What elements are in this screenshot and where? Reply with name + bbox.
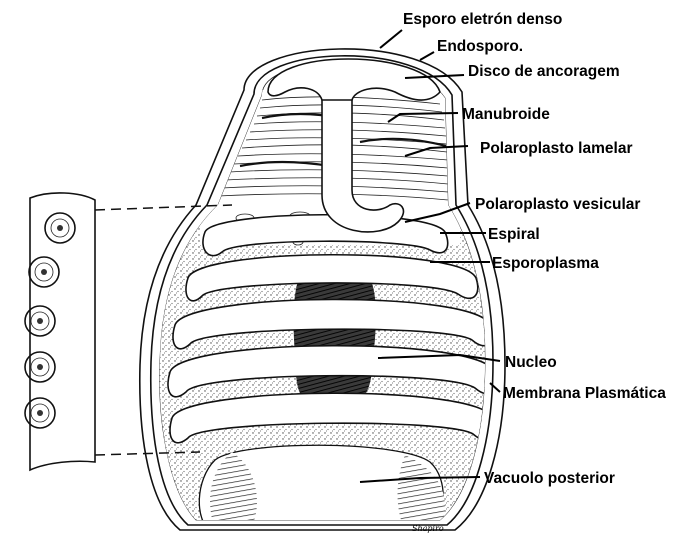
label-coil: Espiral <box>488 226 540 243</box>
label-nucleus: Nucleo <box>505 354 557 371</box>
filament-section <box>29 257 59 287</box>
label-manubroid: Manubroide <box>462 106 550 123</box>
posterior-vacuole <box>199 445 445 530</box>
label-exospore: Esporo eletrón denso <box>403 11 562 28</box>
filament-cross-section-inset <box>25 193 95 470</box>
label-posterior-vacuole: Vacuolo posterior <box>484 470 615 487</box>
filament-section <box>45 213 75 243</box>
label-anchoring-disc: Disco de ancoragem <box>468 63 620 80</box>
label-plasma-membrane: Membrana Plasmática <box>503 385 666 402</box>
label-lamellar-polaroplast: Polaroplasto lamelar <box>480 140 632 157</box>
label-sporoplasm: Esporoplasma <box>492 255 599 272</box>
nucleus <box>294 266 376 410</box>
artist-signature: Shapiro <box>412 524 444 533</box>
label-vesicular-polaroplast: Polaroplasto vesicular <box>475 196 640 213</box>
label-endospore: Endosporo. <box>437 38 523 55</box>
spore-body <box>95 49 505 530</box>
